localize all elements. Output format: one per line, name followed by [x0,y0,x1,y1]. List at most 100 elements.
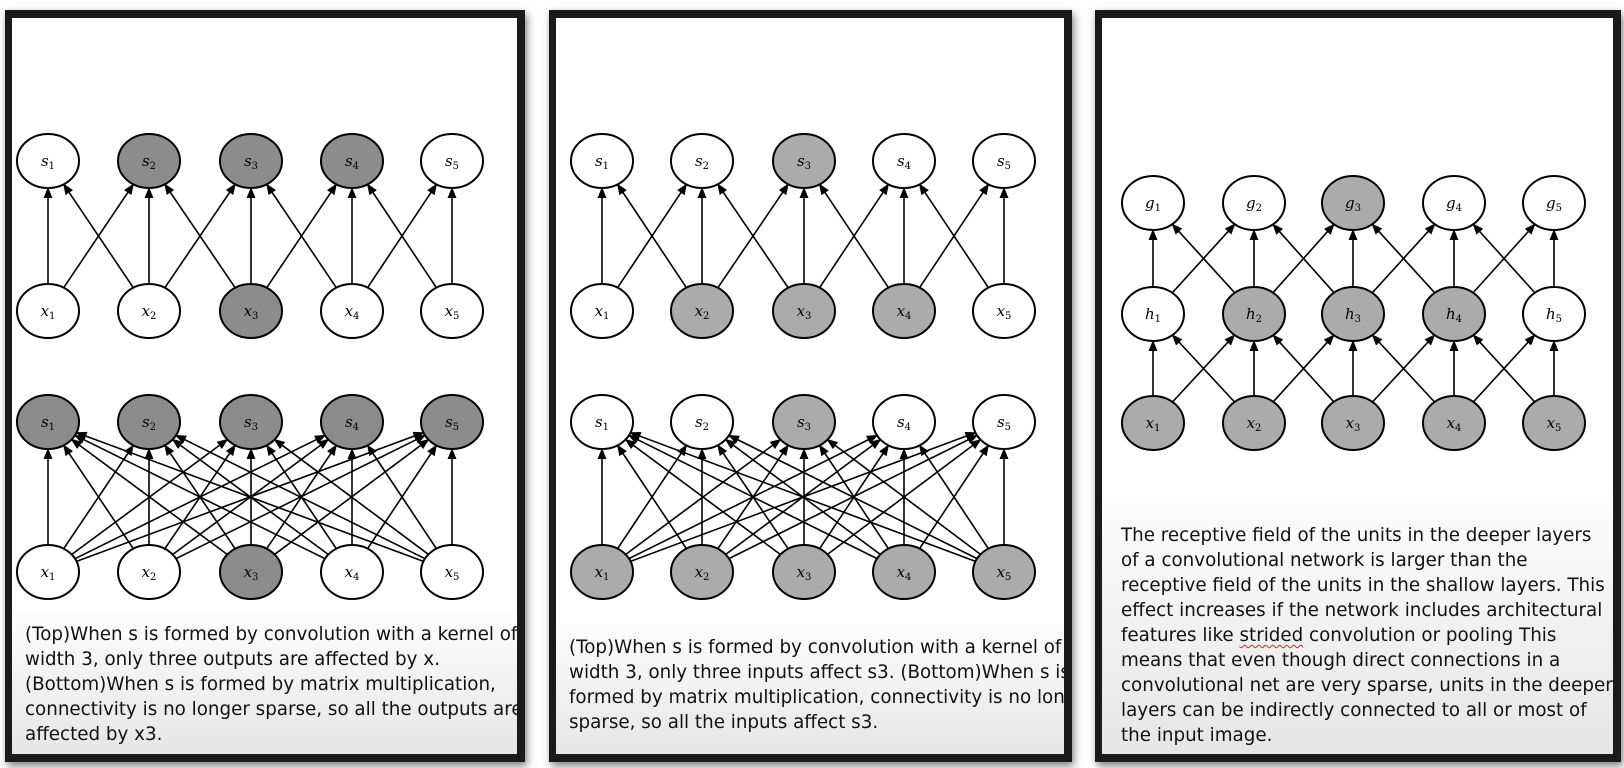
caption-line: means that even though direct connection… [1121,650,1561,671]
node-s3 [219,133,283,189]
node-label: x5 [445,302,460,322]
connection-arrow [717,183,789,289]
node-x1 [16,283,80,339]
caption-3: The receptive field of the units in the … [1121,523,1613,748]
node-label: x1 [595,302,610,322]
connection-arrow [273,438,429,556]
caption-line: layers can be indirectly connected to al… [1121,700,1587,721]
node-label: s2 [695,152,709,172]
connection-arrow [1171,334,1236,403]
connection-arrow [918,444,990,550]
node-x3 [219,283,283,339]
node-h5 [1522,286,1586,342]
node-label: s3 [244,413,258,433]
node-label: x3 [797,563,812,583]
connection-arrow [1371,223,1436,294]
connection-arrow [63,444,134,550]
node-x2 [1222,395,1286,451]
node-x4 [1422,395,1486,451]
spellcheck-word: strided [1239,625,1304,646]
node-label: s2 [142,152,156,172]
node-s5 [420,394,484,450]
node-label: s5 [997,152,1011,172]
node-label: x5 [1547,414,1562,434]
node-x1 [1121,395,1185,451]
connection-arrow [826,438,981,556]
node-label: s5 [445,152,459,172]
node-label: s4 [345,413,359,433]
connection-arrow [1272,334,1335,403]
caption-line: effect increases if the network includes… [1121,600,1603,621]
connection-arrow [70,438,228,556]
node-x2 [670,283,734,339]
node-s2 [117,133,181,189]
caption-line: sparse, so all the inputs affect s3. [569,712,879,733]
node-label: s3 [797,413,811,433]
caption-line: width 3, only three outputs are affected… [25,649,440,670]
caption-line: connectivity is no longer sparse, so all… [25,699,517,720]
node-label: g2 [1246,194,1262,214]
node-label: h5 [1546,305,1562,325]
node-x5 [972,283,1036,339]
node-label: s4 [345,152,359,172]
node-label: x2 [695,302,710,322]
caption-line: receptive field of the units in the shal… [1121,575,1605,596]
connection-arrow [818,183,890,289]
node-label: g3 [1345,194,1361,214]
node-x3 [219,544,283,600]
connection-arrow [1171,223,1236,294]
node-label: h2 [1246,305,1262,325]
node-label: s1 [41,152,55,172]
node-g4 [1422,175,1486,231]
node-h2 [1222,286,1286,342]
node-s3 [772,133,836,189]
node-g5 [1522,175,1586,231]
connection-arrow [918,183,990,289]
node-label: s5 [445,413,459,433]
node-label: x3 [244,302,259,322]
node-label: x2 [1247,414,1262,434]
node-label: h3 [1345,305,1361,325]
node-s1 [570,394,634,450]
node-g2 [1222,175,1286,231]
node-label: x1 [41,563,56,583]
node-x5 [420,544,484,600]
node-s4 [320,394,384,450]
node-h1 [1121,286,1185,342]
node-label: s4 [897,152,911,172]
node-x4 [320,544,384,600]
node-label: h1 [1145,305,1161,325]
node-label: s1 [595,413,609,433]
caption-1: (Top)When s is formed by convolution wit… [25,622,517,747]
node-x1 [570,283,634,339]
connection-arrow [75,431,424,563]
connection-arrow [73,434,326,560]
node-g1 [1121,175,1185,231]
node-x5 [1522,395,1586,451]
node-s5 [972,133,1036,189]
node-x4 [872,283,936,339]
node-label: x2 [142,563,157,583]
node-label: s4 [897,413,911,433]
caption-line: the input image. [1121,725,1273,746]
caption-line: (Top)When s is formed by convolution wit… [25,624,517,645]
node-label: x4 [897,563,912,583]
node-label: x5 [997,302,1012,322]
node-label: x5 [997,563,1012,583]
caption-2: (Top)When s is formed by convolution wit… [569,635,1064,735]
connection-arrow [174,434,426,560]
connection-arrow [1272,223,1335,294]
node-s3 [772,394,836,450]
caption-line: of a convolutional network is larger tha… [1121,550,1528,571]
node-s3 [219,394,283,450]
node-label: x4 [345,302,360,322]
node-s5 [972,394,1036,450]
node-label: s1 [595,152,609,172]
connection-arrow [616,183,688,289]
node-label: s1 [41,413,55,433]
connection-arrow [366,444,438,550]
node-s1 [570,133,634,189]
connection-arrow [727,434,978,560]
node-label: s2 [695,413,709,433]
